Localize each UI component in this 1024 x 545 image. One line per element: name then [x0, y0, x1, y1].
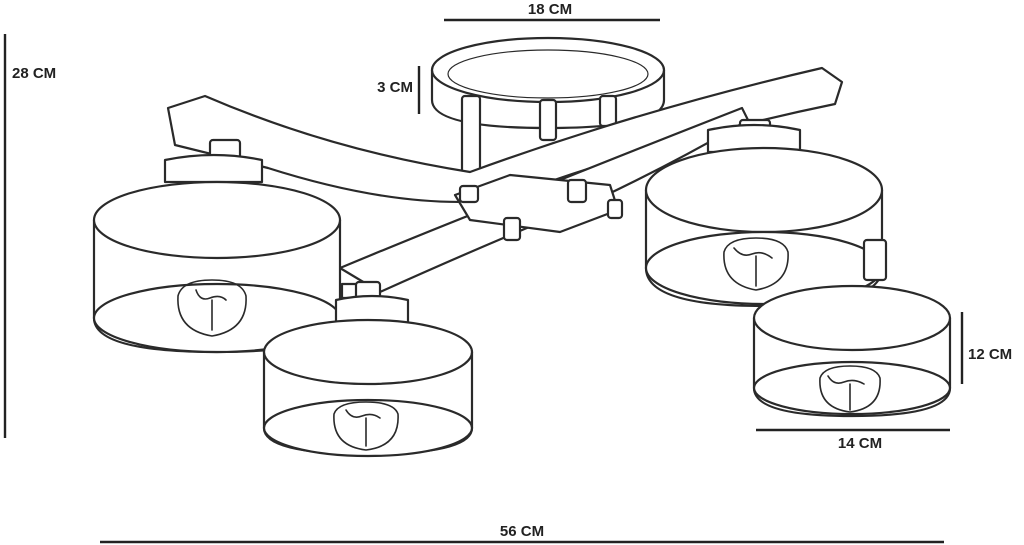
bulb-icon: [819, 365, 881, 413]
label-plate-height: 3 CM: [377, 79, 413, 96]
lamp-shade-left: [92, 138, 342, 354]
label-shade-width: 14 CM: [838, 435, 882, 452]
bulb-icon: [723, 237, 789, 291]
label-total-width: 56 CM: [500, 523, 544, 540]
back-arm: [166, 66, 844, 204]
bulb-icon: [177, 279, 247, 337]
lamp-shade-lower-left: [262, 280, 474, 458]
label-total-height: 28 CM: [12, 65, 56, 82]
bulb-icon: [333, 401, 399, 451]
center-hub: [453, 173, 624, 242]
support-rods: [460, 94, 618, 188]
label-plate-width: 18 CM: [528, 1, 572, 18]
lamp-shade-far-right: [752, 238, 952, 418]
label-shade-height: 12 CM: [968, 346, 1012, 363]
lamp-shade-right: [644, 118, 884, 308]
